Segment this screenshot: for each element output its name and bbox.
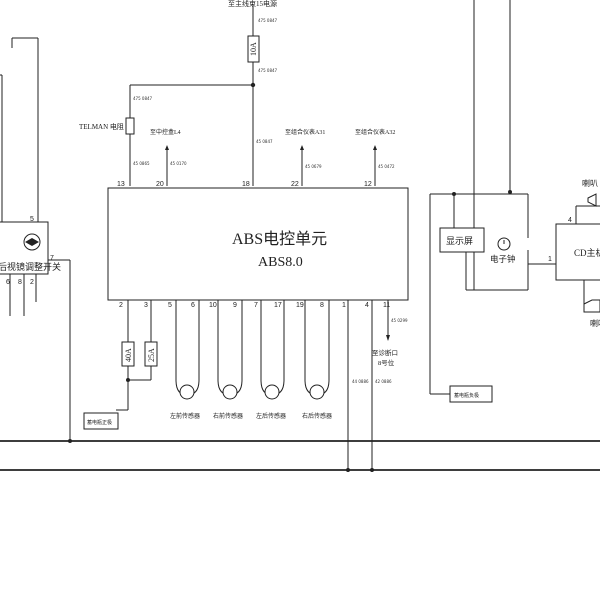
display-box — [439, 227, 485, 253]
switch-arrow-left — [25, 238, 32, 246]
pin-label: 8 — [320, 302, 324, 309]
dest-ecu-box: 至中控盒L4 — [150, 128, 181, 136]
pin-label: 18 — [242, 181, 250, 188]
pin-label: 7 — [50, 255, 54, 262]
fuse-25a-label: 25A — [147, 348, 156, 362]
battery-positive-box — [83, 412, 119, 430]
pin-label: 17 — [274, 302, 282, 309]
wire-code: 45 0847 — [256, 139, 273, 144]
sensor-label: 左前传感器 — [170, 412, 200, 420]
switch-arrow-right — [32, 238, 39, 246]
arrow-up — [165, 145, 169, 150]
pin-label: 2 — [119, 302, 123, 309]
ecu-model: ABS8.0 — [258, 255, 303, 270]
cd-host-label: CD主机 — [574, 247, 600, 258]
speaker-bottom-label: 喇叭 — [590, 318, 600, 328]
wire-code: 475 0847 — [258, 68, 278, 73]
pin-label: 5 — [168, 302, 172, 309]
sensor-right-rear: 右后传感器 — [302, 300, 332, 420]
wire-code: 45 0865 — [133, 161, 150, 166]
sensor-label: 左后传感器 — [256, 412, 286, 420]
pin-label: 12 — [364, 181, 372, 188]
bottom-pin-labels: 2 3 5 6 10 9 7 17 19 8 1 4 11 — [119, 302, 390, 309]
pin-label: 8 — [18, 279, 22, 286]
diag-label-1: 至诊断口 — [372, 348, 398, 357]
pin-label: 11 — [383, 302, 390, 309]
sensor-coil — [309, 384, 325, 400]
battery-negative-label: 蓄电瓶负极 — [454, 392, 479, 399]
pin-label: 13 — [117, 181, 125, 188]
pin-label: 6 — [6, 279, 10, 286]
sensor-right-front: 右前传感器 — [213, 300, 243, 420]
wire-code: 45 0299 — [391, 318, 408, 323]
sensor-label: 右后传感器 — [302, 412, 332, 420]
pin-label: 7 — [254, 302, 258, 309]
speaker-top-label: 喇叭 — [582, 178, 598, 188]
sensor-wire — [175, 300, 200, 380]
pin-label: 22 — [291, 181, 299, 188]
pin-label: 4 — [365, 302, 369, 309]
abs-ecu-box — [107, 187, 409, 301]
sensor-left-front: 左前传感器 — [170, 300, 200, 420]
sensor-coil — [222, 384, 238, 400]
sensor-left-rear: 左后传感器 — [256, 300, 286, 420]
fuse-top-label: 10A — [249, 42, 258, 56]
arrow-up — [300, 145, 304, 150]
dest-cluster-a31: 至组合仪表A31 — [285, 128, 325, 136]
wire-code: 42 0886 — [375, 379, 392, 384]
arrow-up — [373, 145, 377, 150]
pin-label: 4 — [568, 217, 572, 224]
clock-label: 电子钟 — [490, 254, 516, 264]
top-supply-label: 至主线束15电源 — [228, 0, 277, 8]
pin-label: 2 — [30, 279, 34, 286]
mirror-switch-box — [0, 221, 49, 275]
junction-dot — [508, 190, 512, 194]
sensor-coil — [264, 384, 280, 400]
sensor-label: 右前传感器 — [213, 412, 243, 420]
pin-label: 19 — [296, 302, 304, 309]
mirror-switch-label: 后视镜调整开关 — [0, 261, 61, 272]
battery-negative-box — [449, 385, 493, 403]
pin-label: 3 — [144, 302, 148, 309]
wire-code: 44 0886 — [352, 379, 369, 384]
diag-label-2: 8号位 — [378, 358, 395, 367]
cd-host-box — [555, 223, 600, 281]
wire-code: 475 0847 — [258, 18, 278, 23]
pin-label: 20 — [156, 181, 164, 188]
fuse-40a-label: 40A — [124, 348, 133, 362]
arrow-down — [386, 335, 390, 341]
sensor-wire — [217, 300, 243, 380]
pin-label: 10 — [209, 302, 217, 309]
wire-code: 45 0679 — [305, 164, 322, 169]
display-label: 显示屏 — [446, 236, 473, 246]
wire-code: 45 0170 — [170, 161, 187, 166]
wire-code: 45 0472 — [378, 164, 395, 169]
pin-label: 1 — [342, 302, 346, 309]
sensor-wire — [260, 300, 285, 380]
pin-label: 9 — [233, 302, 237, 309]
battery-positive-label: 蓄电瓶正极 — [87, 419, 112, 426]
telman-label: TELMAN 电阻 — [79, 122, 124, 131]
pin-label: 5 — [30, 216, 34, 223]
pin-label: 6 — [191, 302, 195, 309]
wire-code: 475 0847 — [133, 96, 153, 101]
telman-resistor — [125, 117, 135, 135]
speaker-top-icon — [587, 193, 597, 207]
ecu-title: ABS电控单元 — [232, 230, 327, 248]
sensor-coil — [179, 384, 195, 400]
dest-cluster-a32: 至组合仪表A32 — [355, 128, 395, 136]
sensor-wire — [304, 300, 330, 380]
speaker-bottom-icon — [583, 299, 600, 313]
pin-label: 1 — [548, 256, 552, 263]
